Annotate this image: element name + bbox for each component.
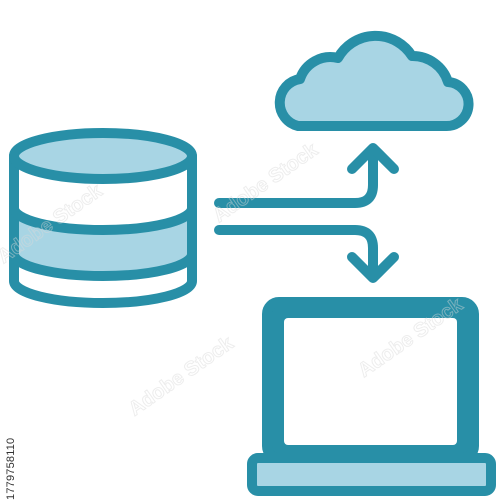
cloud-icon bbox=[274, 30, 474, 132]
connector-to-laptop bbox=[214, 225, 378, 281]
laptop-screen bbox=[284, 318, 457, 445]
arrow-up-icon bbox=[347, 143, 399, 174]
arrow-down-icon bbox=[347, 252, 399, 283]
laptop-base bbox=[247, 453, 496, 496]
database-lid bbox=[9, 128, 197, 184]
connector-to-cloud bbox=[214, 145, 378, 208]
stock-id-label: 1779758110 bbox=[5, 437, 17, 500]
database-icon bbox=[9, 128, 197, 308]
connector-lines bbox=[214, 145, 378, 281]
laptop-icon bbox=[247, 297, 496, 496]
